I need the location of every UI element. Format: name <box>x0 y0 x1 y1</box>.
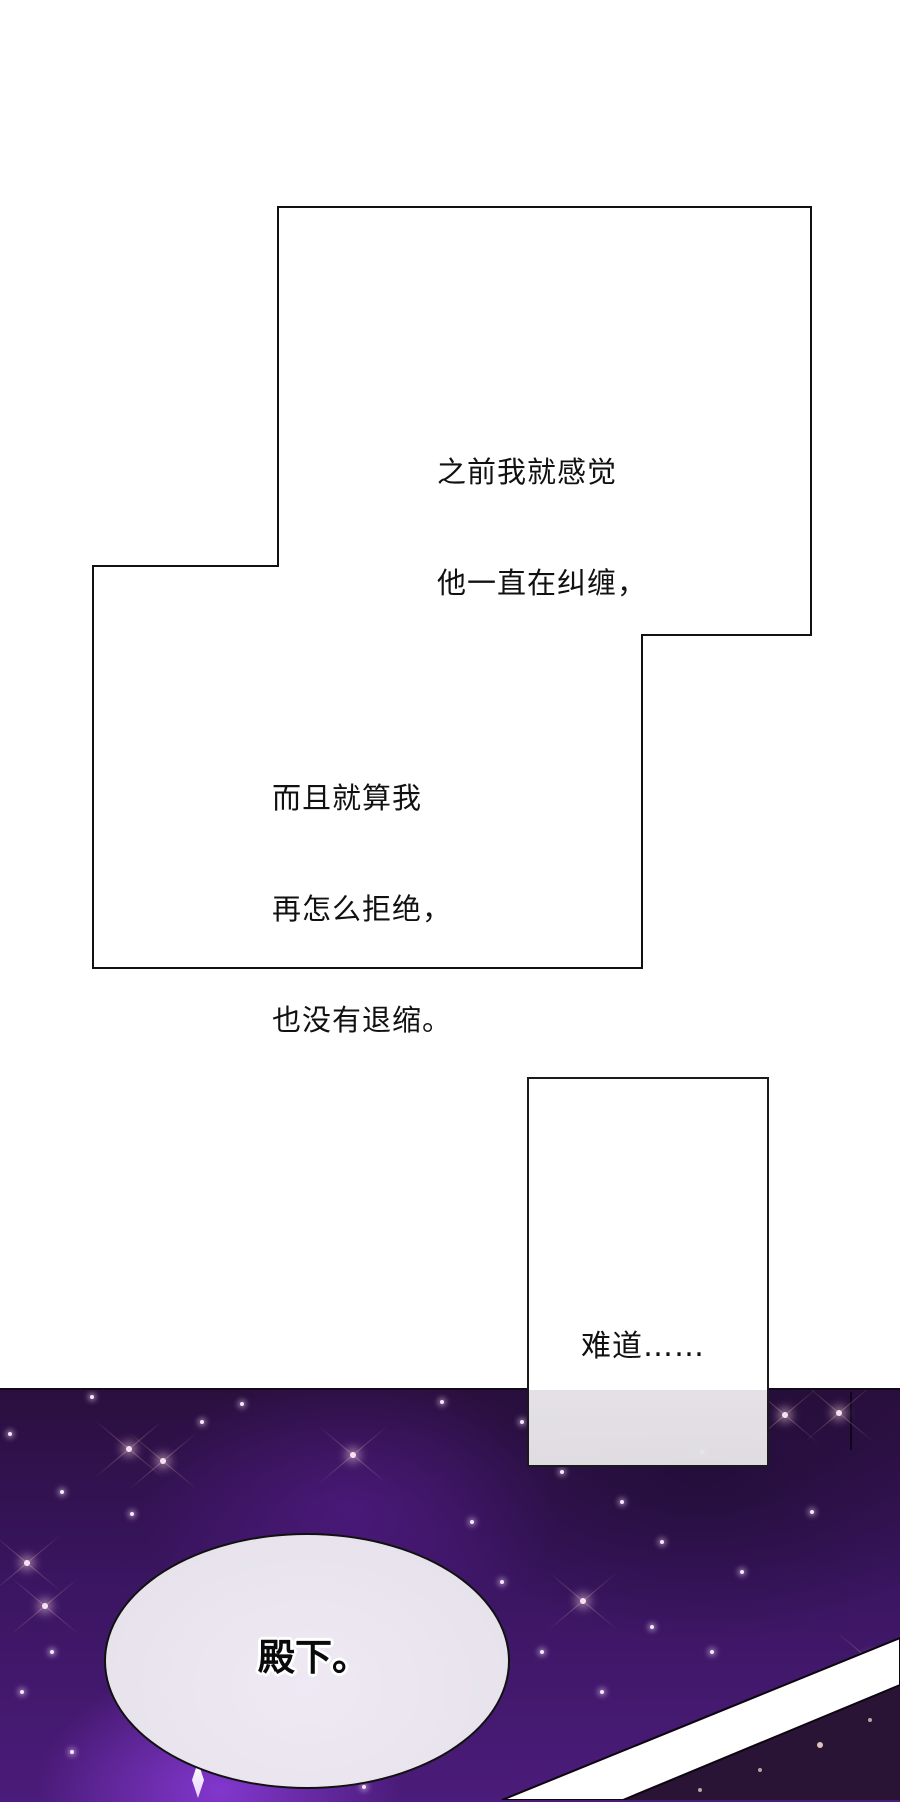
star-icon <box>836 1410 842 1416</box>
star-icon <box>540 1650 544 1654</box>
star-icon <box>20 1690 24 1694</box>
star-icon <box>90 1395 94 1399</box>
star-icon <box>620 1500 624 1504</box>
caption-box-3-text: 难道…… <box>581 1254 705 1402</box>
star-icon <box>42 1603 48 1609</box>
star-icon <box>710 1650 714 1654</box>
star-icon <box>24 1560 30 1566</box>
caption-line: 再怎么拒绝， <box>272 892 453 926</box>
star-icon <box>350 1452 356 1458</box>
star-icon <box>650 1625 654 1629</box>
star-icon <box>660 1540 664 1544</box>
speech-bubble-text: 殿下。 <box>258 1636 369 1679</box>
panel-edge-line <box>850 1392 852 1450</box>
star-icon <box>60 1490 64 1494</box>
caption-line: 之前我就感觉 <box>437 455 618 489</box>
star-icon <box>500 1580 504 1584</box>
star-icon <box>560 1470 564 1474</box>
star-icon <box>782 1412 788 1418</box>
star-icon <box>126 1446 132 1452</box>
star-icon <box>520 1420 524 1424</box>
caption-line: 而且就算我 <box>272 781 423 815</box>
caption-box-1-text: 之前我就感觉 他一直在纠缠， <box>437 380 647 639</box>
star-icon <box>130 1512 134 1516</box>
caption-box-2-text: 而且就算我 再怎么拒绝， 也没有退缩。 <box>272 706 452 1076</box>
star-icon <box>470 1520 474 1524</box>
star-icon <box>580 1598 586 1604</box>
star-icon <box>600 1690 604 1694</box>
crystal-sparkle-icon <box>192 1762 204 1798</box>
star-icon <box>240 1402 244 1406</box>
speech-bubble <box>104 1533 510 1789</box>
star-icon <box>440 1400 444 1404</box>
star-icon <box>362 1785 366 1789</box>
star-icon <box>200 1420 204 1424</box>
star-icon <box>740 1570 744 1574</box>
white-gutter-stripe <box>501 1636 900 1800</box>
star-icon <box>810 1510 814 1514</box>
star-icon <box>50 1650 54 1654</box>
star-icon <box>8 1432 12 1436</box>
star-icon <box>160 1458 166 1464</box>
stepped-caption-box <box>92 206 812 969</box>
star-icon <box>70 1750 74 1754</box>
caption-line: 难道…… <box>581 1329 705 1364</box>
caption-box-3 <box>527 1077 769 1467</box>
caption-line: 他一直在纠缠， <box>437 566 648 600</box>
caption-line: 也没有退缩。 <box>272 1003 453 1037</box>
